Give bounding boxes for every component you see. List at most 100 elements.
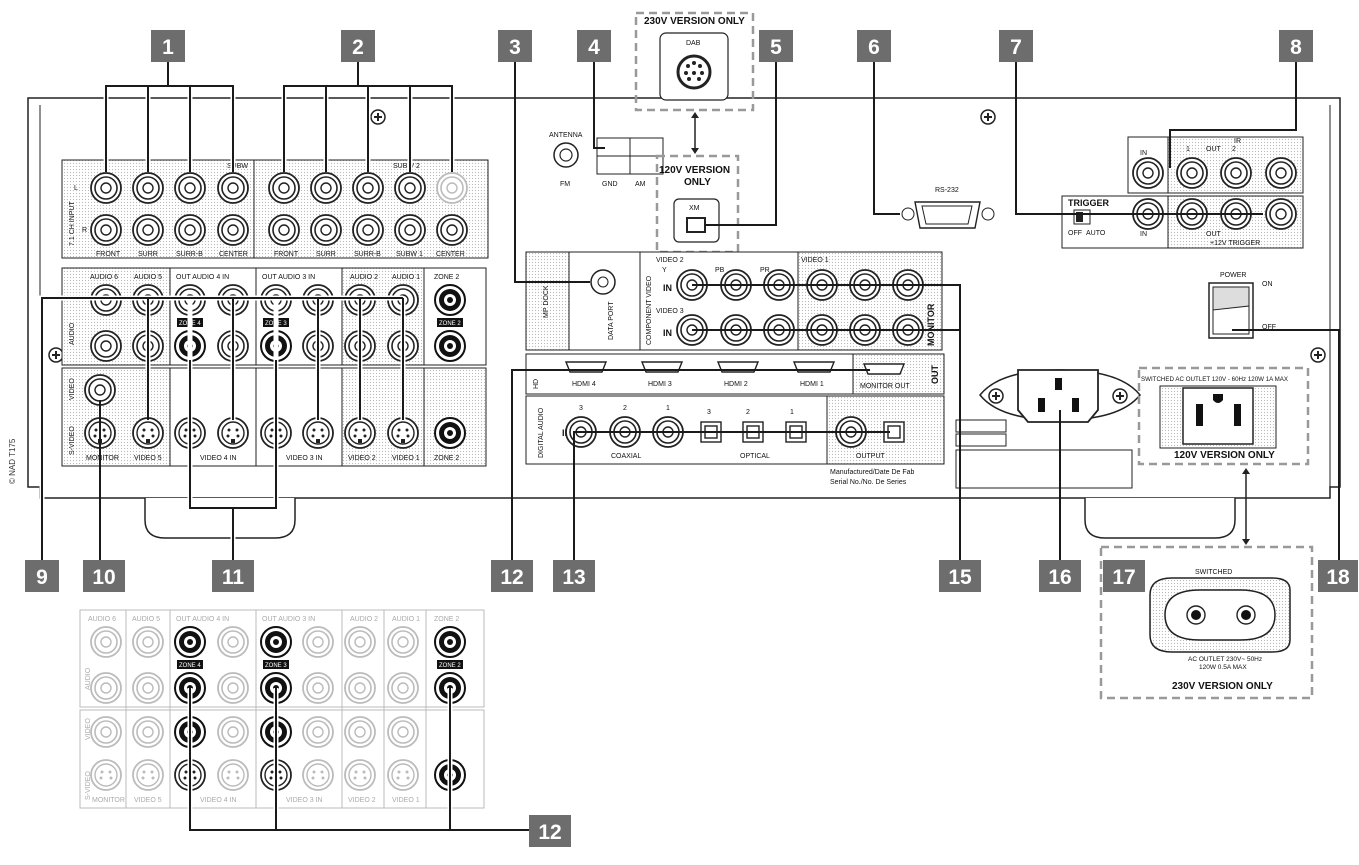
callout-10: 10 [92,566,115,589]
label-ir-in: IN [1140,150,1147,157]
label-detail-video3-in: VIDEO 3 IN [286,797,323,804]
label-cv-video1: VIDEO 1 [801,257,829,264]
callout-12-lower: 12 [538,821,561,844]
label-dab: DAB [686,40,701,47]
label-opt-1: 1 [790,409,794,416]
label-detail-video4-in: VIDEO 4 IN [200,797,237,804]
label-manufactured: Manufactured/Date De Fab [830,469,915,476]
label-l: L [74,185,78,192]
label-center: CENTER [219,251,248,258]
callout-15: 15 [948,566,972,589]
label-hdmi1: HDMI 1 [800,381,824,388]
label-230v-bottom: 230V VERSION ONLY [1172,681,1273,692]
label-on: ON [1262,281,1273,288]
label-hdmi3: HDMI 3 [648,381,672,388]
label-coax-3: 3 [579,405,583,412]
label-subw: SUBW [227,163,248,170]
label-detail-zone4: ZONE 4 [179,663,201,669]
label-hdmi2: HDMI 2 [724,381,748,388]
label-trig-auto: AUTO [1086,230,1106,237]
outlet-230v: SWITCHED AC OUTLET 230V~ 50Hz 120W 0.5A … [1099,545,1314,700]
label-surrb: SURR-B [176,251,203,258]
label-monitor: MONITOR [86,455,119,462]
callout-7: 7 [1010,36,1022,59]
label-detail-monitor: MONITOR [92,797,125,804]
label-detail-audio-vertical: AUDIO [85,667,92,690]
panel-7-1-input: FRONT SURR SURR-B CENTER SUBW FRONT SURR… [61,159,489,259]
label-120v-xm-2: ONLY [684,177,711,188]
label-front-2: FRONT [274,251,299,258]
label-video-vertical: VIDEO [69,378,76,400]
iec-inlet [979,369,1141,423]
label-detail-zone2-tag: ZONE 2 [439,663,461,669]
ir-panel: IR IN 1 OUT 2 [1127,136,1304,194]
label-surr-2: SURR [316,251,336,258]
label-output: OUTPUT [856,453,886,460]
callout-4: 4 [588,36,600,59]
label-xm: XM [689,205,700,212]
label-video3-in: VIDEO 3 IN [286,455,323,462]
label-surr: SURR [138,251,158,258]
label-out-audio3-in: OUT AUDIO 3 IN [262,274,315,281]
rs232-port: RS-232 [901,187,995,229]
label-data-port: DATA PORT [608,301,615,340]
label-hd: HD [533,379,540,389]
label-cv-video3: VIDEO 3 [656,308,684,315]
label-ir-2: 2 [1232,146,1236,153]
label-gnd: GND [602,181,618,188]
label-off: OFF [1262,324,1276,331]
label-antenna: ANTENNA [549,132,583,139]
label-trig-12v: +12V TRIGGER [1210,240,1260,247]
label-svideo-vertical: S-VIDEO [69,426,76,455]
label-fm: FM [560,181,570,188]
label-power: POWER [1220,272,1246,279]
label-video2: VIDEO 2 [348,455,376,462]
label-audio-vertical: AUDIO [69,322,76,345]
label-coax-1: 1 [666,405,670,412]
label-detail-audio5: AUDIO 5 [132,616,160,623]
label-audio2: AUDIO 2 [350,274,378,281]
label-120v-xm-1: 120V VERSION [659,165,730,176]
callout-13: 13 [562,566,585,589]
label-rs232: RS-232 [935,187,959,194]
callout-12: 12 [500,566,523,589]
label-monitor-vertical: MONITOR [926,303,936,346]
label-trig-out: OUT [1206,231,1222,238]
component-video-panel: COMPONENT VIDEO VIDEO 2 VIDEO 1 VIDEO 3 … [639,251,943,351]
label-video4-in: VIDEO 4 IN [200,455,237,462]
label-7-1-input: 7.1 CH INPUT [69,201,76,246]
hdmi-panel: HD HDMI 4 HDMI 3 HDMI 2 HDMI 1 MONITOR O… [525,353,945,395]
callouts: 1 2 3 4 5 6 7 8 9 10 11 12 13 15 16 17 1… [25,30,1358,847]
label-ir: IR [1234,138,1241,145]
label-hdmi-out: OUT [930,365,940,385]
label-y: Y [662,267,667,274]
label-zone2: ZONE 2 [434,274,459,281]
label-video1: VIDEO 1 [392,455,420,462]
label-detail-audio1: AUDIO 1 [392,616,420,623]
label-switched-230: SWITCHED [1195,569,1232,576]
label-ac-230-1: AC OUTLET 230V~ 50Hz [1188,656,1262,663]
label-subw2: SUBW 2 [393,163,420,170]
label-coaxial: COAXIAL [611,453,641,460]
label-audio5: AUDIO 5 [134,274,162,281]
label-front: FRONT [96,251,121,258]
label-coax-2: 2 [623,405,627,412]
label-pb: PB [715,267,725,274]
label-audio1: AUDIO 1 [392,274,420,281]
callout-5: 5 [770,36,782,59]
label-detail-video-vertical: VIDEO [85,718,92,740]
mp-dock-panel: MP DOCK DATA PORT [525,251,641,351]
label-optical: OPTICAL [740,453,770,460]
label-120v-outlet: 120V VERSION ONLY [1174,450,1275,461]
label-cv-video2: VIDEO 2 [656,257,684,264]
label-monitor-out: MONITOR OUT [860,383,910,390]
label-mp-dock: MP DOCK [543,285,550,318]
label-surrb-2: SURR-B [354,251,381,258]
label-pr: PR [760,267,770,274]
label-opt-2: 2 [746,409,750,416]
label-ir-out: OUT [1206,146,1222,153]
trigger-panel: TRIGGER OFF AUTO IN OUT +12V TRIGGER [1061,195,1304,249]
label-detail-audio2: AUDIO 2 [350,616,378,623]
label-trigger: TRIGGER [1068,198,1110,208]
